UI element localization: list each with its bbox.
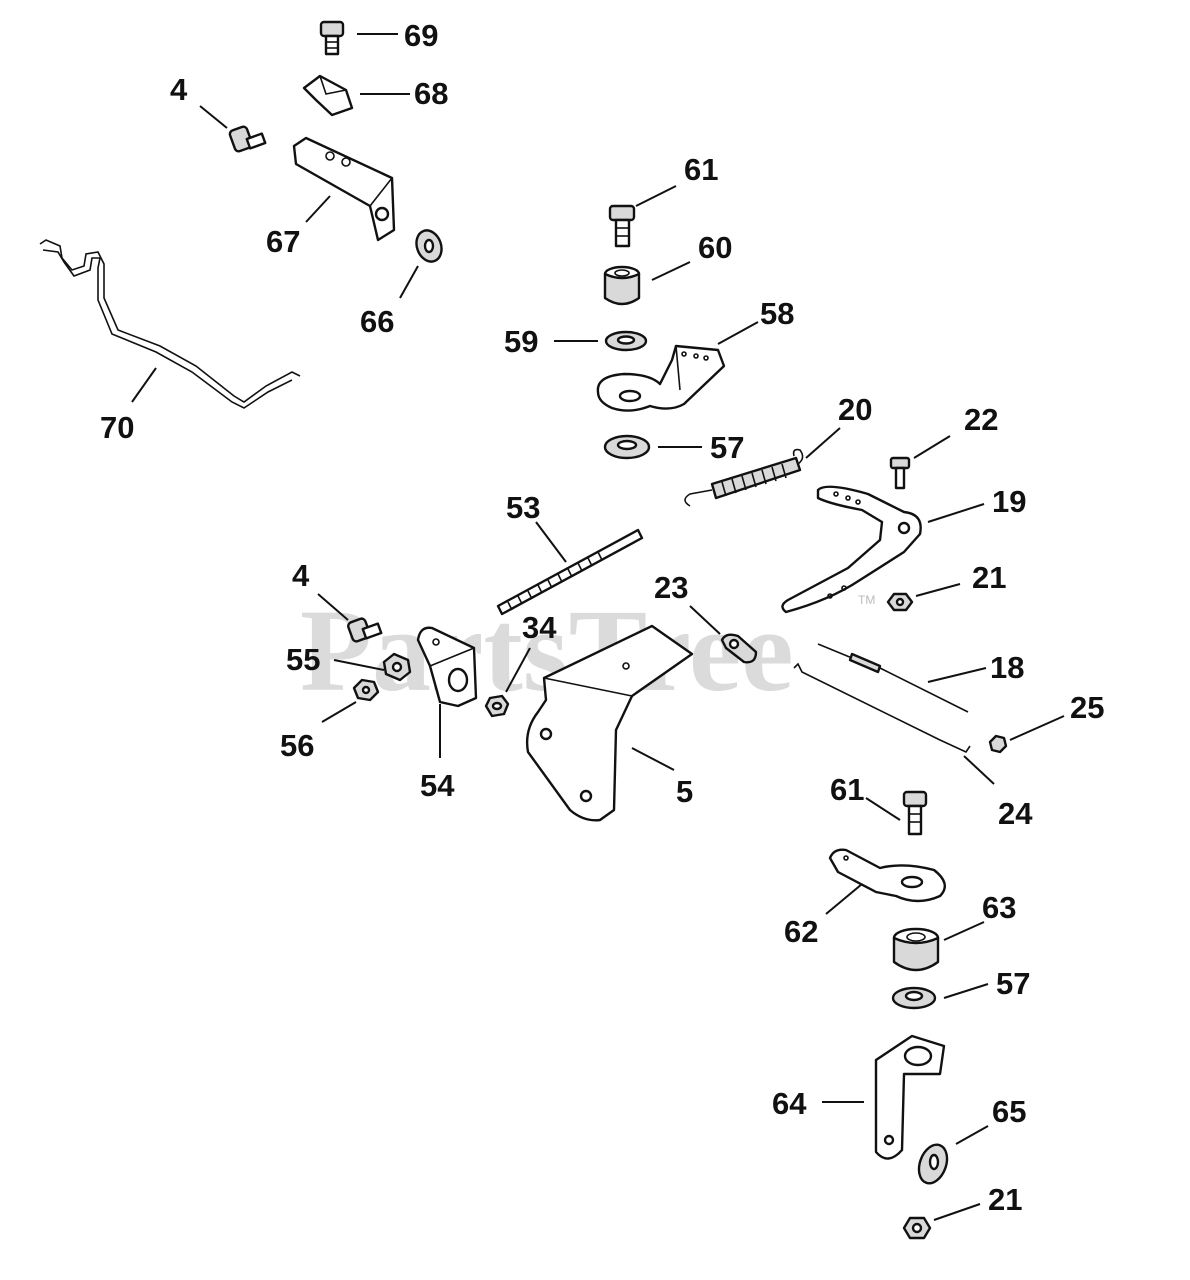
leader-24 xyxy=(963,755,995,785)
part-65-washer xyxy=(917,1143,949,1185)
part-19-control-lever xyxy=(781,485,922,614)
callout-56: 56 xyxy=(280,728,314,763)
callout-20: 20 xyxy=(838,392,872,427)
callout-4-top: 4 xyxy=(170,72,188,107)
leader-66 xyxy=(399,265,419,299)
leader-65 xyxy=(955,1125,989,1145)
callout-19: 19 xyxy=(992,484,1026,519)
part-56-nut xyxy=(352,678,380,702)
callout-61-upper: 61 xyxy=(684,152,718,187)
leader-61-upper xyxy=(635,185,677,207)
callout-5: 5 xyxy=(676,774,693,809)
callout-57-lower: 57 xyxy=(996,966,1030,1001)
part-62-lever xyxy=(828,848,946,903)
callout-54: 54 xyxy=(420,768,455,803)
callout-63: 63 xyxy=(982,890,1016,925)
part-55-nut xyxy=(382,652,412,682)
leader-61-lower xyxy=(865,797,901,821)
part-25-nut xyxy=(988,734,1008,754)
leader-4-top xyxy=(199,105,228,129)
leader-34 xyxy=(505,647,531,693)
part-23-clip xyxy=(720,633,758,664)
part-20-spring xyxy=(684,448,804,507)
watermark-tm: TM xyxy=(858,593,875,607)
part-54-bracket xyxy=(416,626,478,708)
part-22-screw xyxy=(889,456,911,490)
callout-65: 65 xyxy=(992,1094,1026,1129)
leader-67 xyxy=(305,195,331,223)
callout-64: 64 xyxy=(772,1086,807,1121)
callout-4-mid: 4 xyxy=(292,558,310,593)
callout-57-upper: 57 xyxy=(710,430,744,465)
callout-55: 55 xyxy=(286,642,320,677)
part-58-lever xyxy=(596,344,726,412)
leader-25 xyxy=(1009,715,1065,741)
callout-69: 69 xyxy=(404,18,438,53)
callout-23: 23 xyxy=(654,570,688,605)
leader-5 xyxy=(631,747,675,771)
callout-59: 59 xyxy=(504,324,538,359)
part-69-bolt xyxy=(319,20,345,56)
part-57-washer-upper xyxy=(603,434,651,460)
leader-21-upper xyxy=(915,583,961,597)
part-21-nut-lower xyxy=(902,1216,932,1240)
part-53-threaded-rod xyxy=(496,528,644,616)
callout-60: 60 xyxy=(698,230,732,265)
leader-53 xyxy=(535,521,567,563)
leader-22 xyxy=(913,435,951,459)
callout-22: 22 xyxy=(964,402,998,437)
leader-21-lower xyxy=(933,1203,981,1221)
leader-62 xyxy=(825,883,863,915)
leader-20 xyxy=(805,427,841,459)
leader-63 xyxy=(943,921,985,941)
callout-61-lower: 61 xyxy=(830,772,864,807)
part-34-nut xyxy=(484,694,510,718)
callout-24: 24 xyxy=(998,796,1033,831)
part-64-bracket xyxy=(874,1034,946,1160)
callout-21-lower: 21 xyxy=(988,1182,1022,1217)
part-57-washer-lower xyxy=(891,986,937,1010)
part-66-washer xyxy=(415,229,443,263)
callout-66: 66 xyxy=(360,304,394,339)
leader-56 xyxy=(321,701,357,723)
callout-67: 67 xyxy=(266,224,300,259)
part-67-bracket xyxy=(292,136,396,242)
leader-60 xyxy=(651,261,691,281)
part-68-clip xyxy=(302,74,354,117)
callout-58: 58 xyxy=(760,296,794,331)
part-61-bolt-upper xyxy=(608,204,636,248)
leader-23 xyxy=(689,605,721,635)
callout-70: 70 xyxy=(100,410,134,445)
part-63-bushing xyxy=(892,927,940,972)
leader-4-mid xyxy=(317,593,349,621)
callout-68: 68 xyxy=(414,76,448,111)
callout-34: 34 xyxy=(522,610,557,645)
leader-57-lower xyxy=(943,983,989,999)
callout-53: 53 xyxy=(506,490,540,525)
part-4-screw-top xyxy=(228,125,267,153)
part-18-link-rod xyxy=(817,643,969,713)
part-61-bolt-lower xyxy=(902,790,928,836)
leader-55 xyxy=(333,659,385,671)
leader-19 xyxy=(927,503,985,523)
part-59-washer xyxy=(604,330,648,352)
part-4-screw-mid xyxy=(347,617,383,643)
part-24-link-rod xyxy=(793,662,971,754)
callout-18: 18 xyxy=(990,650,1024,685)
part-60-bushing xyxy=(603,265,641,306)
leader-58 xyxy=(717,321,759,345)
leader-18 xyxy=(927,667,987,683)
callout-62: 62 xyxy=(784,914,818,949)
part-21-nut-upper xyxy=(886,592,914,612)
part-5-mounting-bracket xyxy=(525,624,694,822)
callout-21-upper: 21 xyxy=(972,560,1006,595)
part-70-rod xyxy=(39,239,301,409)
leader-70 xyxy=(131,367,157,403)
callout-25: 25 xyxy=(1070,690,1104,725)
